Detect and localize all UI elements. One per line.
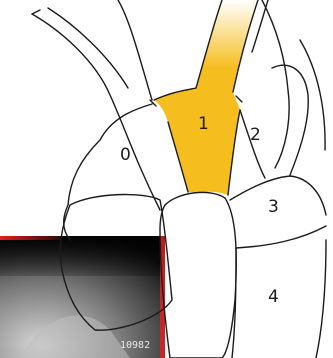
photo-inset: 10982: [0, 236, 165, 358]
region-label-1: 1: [198, 114, 209, 134]
region-label-0: 0: [120, 145, 131, 165]
region-label-4: 4: [268, 287, 279, 307]
region-1-fill: [154, 0, 258, 195]
photo-overlay-text: 10982: [120, 340, 150, 351]
photo-red-edge: [0, 236, 60, 240]
region-label-3: 3: [268, 197, 279, 217]
region-label-2: 2: [250, 125, 261, 145]
